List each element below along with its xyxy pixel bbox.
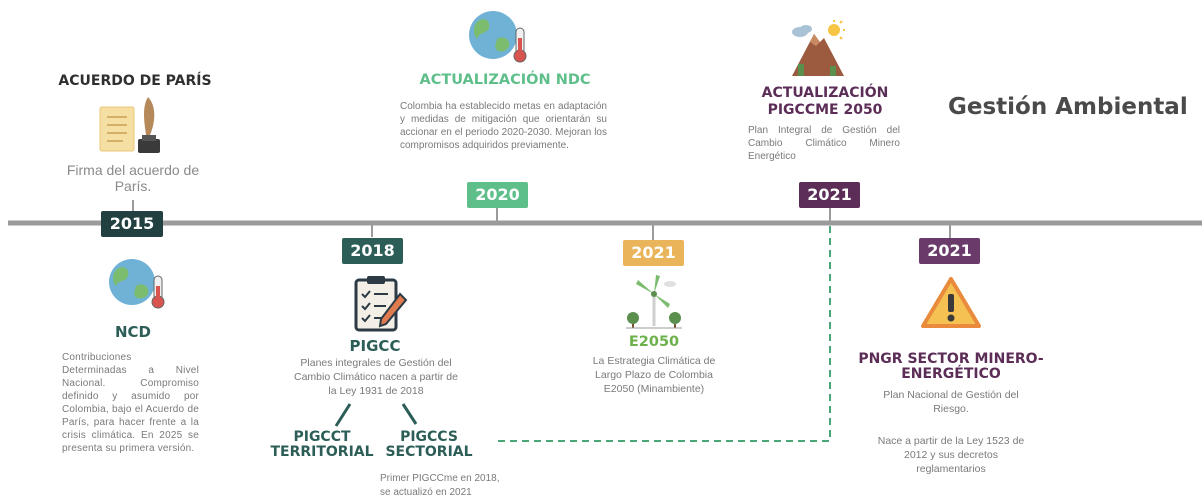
- pigccme-title: ACTUALIZACIÓN PIGCCME 2050: [761, 85, 889, 118]
- branch-line-left: [334, 403, 352, 427]
- pigccme-description: Plan Integral de Gestión del Cambio Clim…: [748, 125, 900, 162]
- e2050-description: La Estrategia Climática de Largo Plazo d…: [592, 355, 716, 395]
- page-title: Gestión Ambiental: [948, 94, 1188, 120]
- year-badge-2015: 2015: [101, 211, 163, 237]
- year-badge-2021-pngr: 2021: [919, 238, 980, 264]
- ndc-title: ACTUALIZACIÓN NDC: [419, 72, 591, 88]
- e2050-title: E2050: [628, 334, 680, 350]
- clipboard-checklist-icon: [354, 276, 408, 332]
- warning-triangle-icon: [921, 277, 981, 328]
- pngr-description-2: Nace a partir de la Ley 1523 de 2012 y s…: [877, 435, 1025, 475]
- ncd-description: Contribuciones Determinadas a Nivel Naci…: [62, 352, 199, 454]
- wind-turbine-icon: [626, 275, 682, 329]
- pngr-title: PNGR SECTOR MINERO- ENERGÉTICO: [858, 351, 1044, 382]
- mountain-sun-icon: [792, 20, 845, 76]
- year-badge-2018: 2018: [342, 238, 403, 264]
- year-badge-2021-pigccme: 2021: [799, 182, 860, 208]
- paris-description: Firma del acuerdo de París.: [66, 162, 200, 194]
- scroll-and-quill-icon: [99, 97, 160, 153]
- globe-thermometer-icon: [469, 11, 527, 63]
- branch-sectorial: PIGCCS SECTORIAL: [385, 429, 473, 460]
- pigccme-note: Primer PIGCCme en 2018, se actualizó en …: [380, 473, 500, 498]
- paris-title: ACUERDO DE PARÍS: [58, 73, 212, 89]
- branch-territorial: PIGCCT TERRITORIAL: [270, 429, 374, 460]
- globe-thermometer-icon: [109, 259, 165, 309]
- dashed-link: [494, 226, 831, 442]
- pigcc-description: Planes integrales de Gestión del Cambio …: [294, 357, 458, 397]
- year-badge-2021-e2050: 2021: [623, 240, 684, 266]
- ncd-title: NCD: [114, 323, 151, 341]
- branch-line-right: [401, 403, 418, 425]
- ndc-description: Colombia ha establecido metas en adaptac…: [400, 101, 607, 151]
- pngr-description: Plan Nacional de Gestión del Riesgo.: [883, 389, 1019, 415]
- year-badge-2020: 2020: [467, 182, 528, 208]
- pigcc-title: PIGCC: [349, 337, 401, 355]
